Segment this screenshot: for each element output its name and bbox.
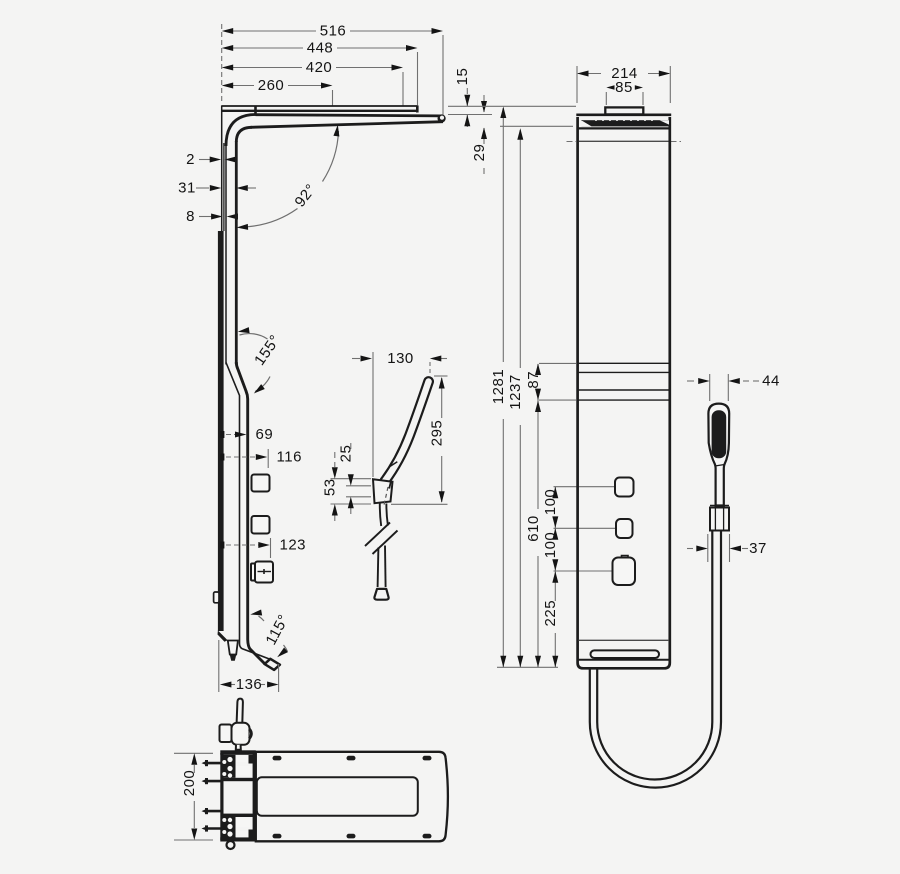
- svg-text:87: 87: [525, 371, 542, 389]
- svg-text:44: 44: [762, 373, 780, 390]
- svg-text:8: 8: [186, 208, 195, 225]
- svg-text:448: 448: [307, 40, 334, 57]
- svg-text:136: 136: [236, 676, 263, 693]
- svg-text:260: 260: [258, 77, 285, 94]
- svg-text:516: 516: [320, 23, 347, 40]
- svg-text:214: 214: [611, 65, 638, 82]
- svg-text:85: 85: [615, 79, 633, 96]
- svg-text:100: 100: [542, 489, 559, 516]
- svg-text:130: 130: [387, 350, 414, 367]
- svg-text:37: 37: [749, 540, 767, 557]
- svg-text:610: 610: [525, 515, 542, 542]
- svg-text:2: 2: [186, 151, 195, 168]
- svg-text:15: 15: [454, 68, 471, 86]
- svg-text:100: 100: [542, 532, 559, 559]
- svg-text:420: 420: [306, 59, 333, 76]
- svg-text:1281: 1281: [490, 369, 507, 404]
- svg-text:53: 53: [322, 478, 339, 496]
- svg-text:116: 116: [277, 449, 302, 466]
- svg-text:31: 31: [178, 180, 196, 197]
- svg-text:29: 29: [471, 144, 488, 162]
- svg-text:225: 225: [542, 600, 559, 627]
- svg-text:69: 69: [256, 426, 274, 443]
- svg-text:123: 123: [280, 537, 307, 554]
- svg-text:1237: 1237: [507, 374, 524, 409]
- svg-text:295: 295: [429, 420, 446, 447]
- svg-text:200: 200: [181, 770, 198, 797]
- svg-text:25: 25: [338, 445, 355, 463]
